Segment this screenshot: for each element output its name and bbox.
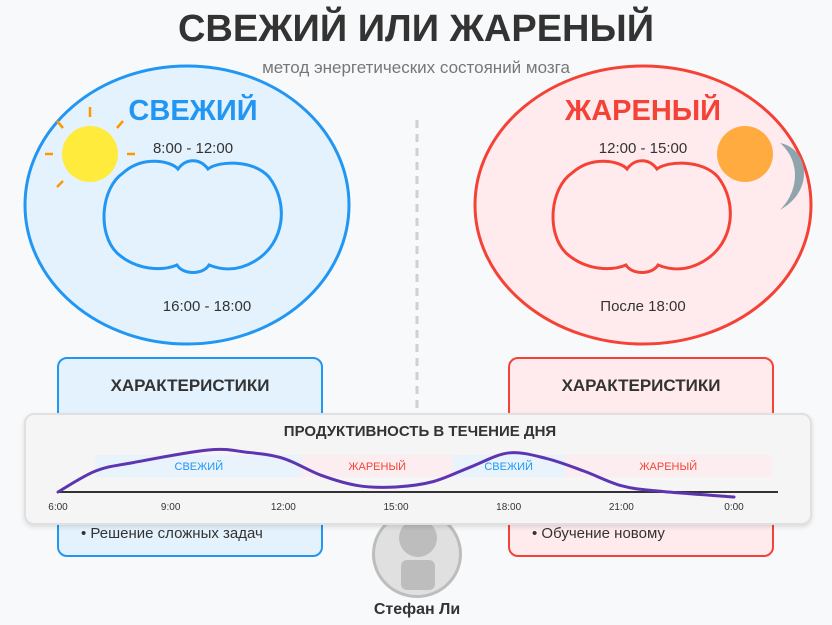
x-tick-label: 21:00 (609, 502, 634, 513)
card-heading: ХАРАКТЕРИСТИКИ (561, 376, 721, 395)
fried-zone-title: ЖАРЕНЫЙ (564, 95, 722, 127)
sunset-moon-icon (717, 126, 805, 210)
band-label: ЖАРЕНЫЙ (639, 460, 697, 473)
card-heading: ХАРАКТЕРИСТИКИ (110, 376, 270, 395)
x-tick-label: 0:00 (724, 502, 744, 513)
band-fresh (452, 455, 565, 477)
band-fried (565, 455, 772, 477)
author-name: Стефан Ли (373, 601, 461, 618)
avatar-head-icon (399, 519, 437, 557)
x-tick-label: 15:00 (383, 502, 408, 513)
card-bullet: • Обучение новому (532, 525, 665, 542)
avatar-body-icon (401, 560, 435, 590)
band-fried (302, 455, 453, 477)
band-label: СВЕЖИЙ (484, 460, 533, 473)
x-tick-label: 18:00 (496, 502, 521, 513)
productivity-line (56, 447, 736, 499)
fresh-brain-icon (102, 159, 283, 274)
productivity-chart-panel: СВЕЖИЙ ЖАРЕНЫЙ СВЕЖИЙ ЖАРЕНЫЙ 6:00 9:00 12:00… (24, 413, 812, 525)
x-tick-label: 12:00 (271, 502, 296, 513)
band-label: ЖАРЕНЫЙ (348, 460, 406, 473)
fried-time-afternoon: 12:00 - 15:00 (598, 140, 688, 157)
card-bullet: • Решение сложных задач (81, 525, 263, 542)
band-label: СВЕЖИЙ (175, 460, 224, 473)
fried-time-evening: После 18:00 (600, 298, 686, 315)
x-tick-label: 6:00 (48, 502, 68, 513)
fried-brain-icon (551, 159, 732, 274)
x-tick-label: 9:00 (161, 502, 181, 513)
chart-title: ПРОДУКТИВНОСТЬ В ТЕЧЕНИЕ ДНЯ (283, 423, 557, 440)
page-subtitle: метод энергетических состояний мозга (262, 58, 570, 77)
sun-icon (45, 107, 135, 188)
fresh-zone-title: СВЕЖИЙ (128, 95, 258, 127)
fresh-time-morning: 8:00 - 12:00 (152, 140, 234, 157)
fresh-time-evening: 16:00 - 18:00 (162, 298, 252, 315)
page-title: СВЕЖИЙ ИЛИ ЖАРЕНЫЙ (177, 8, 655, 50)
